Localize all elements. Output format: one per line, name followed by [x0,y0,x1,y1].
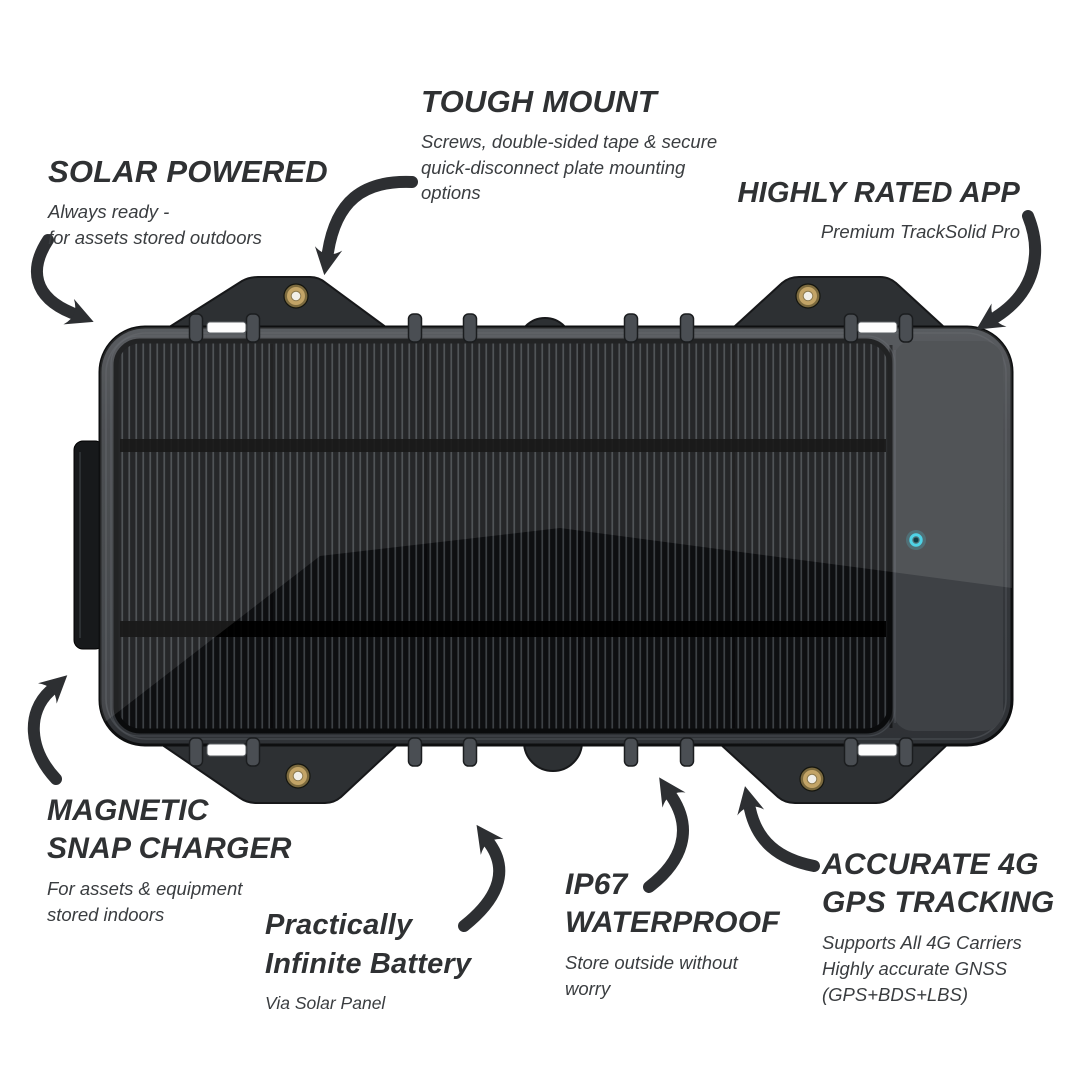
callout-ip67-waterproof-desc: Store outside without worry [565,951,738,999]
callout-infinite-battery-title: Practically Infinite Battery [265,909,472,981]
callout-arrows [27,175,1042,932]
device-body-rim [105,332,1007,740]
gloss-reflection [100,327,1012,726]
solar-panel-segment-dividers [270,344,735,728]
callout-magnetic-snap-charger-title: MAGNETIC SNAP CHARGER [47,794,292,866]
screw-eyelets [283,283,825,792]
screw-eyelet-bottom-right [799,766,825,792]
hinge-slots [206,321,898,757]
led-indicator [906,530,926,550]
callout-highly-rated-app: HIGHLY RATED APP Premium TrackSolid Pro [738,175,1020,245]
solar-busbar-bottom [120,621,886,637]
arrow-highly-rated-app [976,210,1042,330]
callout-infinite-battery-desc: Via Solar Panel [265,993,386,1014]
callout-solar-powered-desc: Always ready - for assets stored outdoor… [48,200,262,248]
callout-ip67-waterproof-title: IP67 WATERPROOF [565,868,780,940]
device-right-face [893,341,1003,731]
callout-magnetic-snap-charger-desc: For assets & equipment stored indoors [47,877,243,925]
callout-magnetic-snap-charger: MAGNETIC SNAP CHARGER For assets & equip… [47,792,292,928]
callout-highly-rated-app-desc: Premium TrackSolid Pro [820,221,1020,243]
callout-tough-mount-desc: Screws, double-sided tape & secure quick… [421,130,718,204]
mounting-tab-bottom-right [715,741,953,804]
callout-tough-mount: TOUGH MOUNT Screws, double-sided tape & … [421,82,717,206]
rim-clips [188,313,914,767]
solar-busbar-top [120,439,886,452]
callout-ip67-waterproof: IP67 WATERPROOF Store outside without wo… [565,866,780,1002]
arrow-tough-mount [314,175,418,276]
callout-tough-mount-title: TOUGH MOUNT [421,84,657,119]
callout-infinite-battery: Practically Infinite Battery Via Solar P… [265,906,471,1016]
mounting-tab-top-right [719,276,959,339]
callout-gps-tracking-desc: Supports All 4G Carriers Highly accurate… [822,931,1022,1005]
mounting-tab-bottom-left [154,741,403,804]
arrow-gps-tracking [737,786,820,872]
screw-eyelet-bottom-left [285,763,311,789]
hinge-slot-top-left [206,321,247,334]
screw-eyelet-top-left [283,283,309,309]
screw-eyelet-top-right [795,283,821,309]
arrow-magnetic-snap-charger [27,675,68,785]
arrow-ip67-waterproof [643,777,689,893]
callout-solar-powered-title: SOLAR POWERED [48,154,328,189]
solar-busbars [120,439,886,637]
hinge-slot-top-right [857,321,898,334]
callout-solar-powered: SOLAR POWERED Always ready - for assets … [48,152,328,250]
arrow-solar-powered [30,234,94,325]
arrow-infinite-battery [458,824,506,932]
hinge-slot-bottom-right [857,743,898,757]
callout-gps-tracking-title: ACCURATE 4G GPS TRACKING [822,848,1055,920]
solar-panel-frame [110,335,896,737]
hinge-slot-bottom-left [206,743,247,757]
callout-highly-rated-app-title: HIGHLY RATED APP [737,177,1020,209]
callout-gps-tracking: ACCURATE 4G GPS TRACKING Supports All 4G… [822,846,1054,1007]
